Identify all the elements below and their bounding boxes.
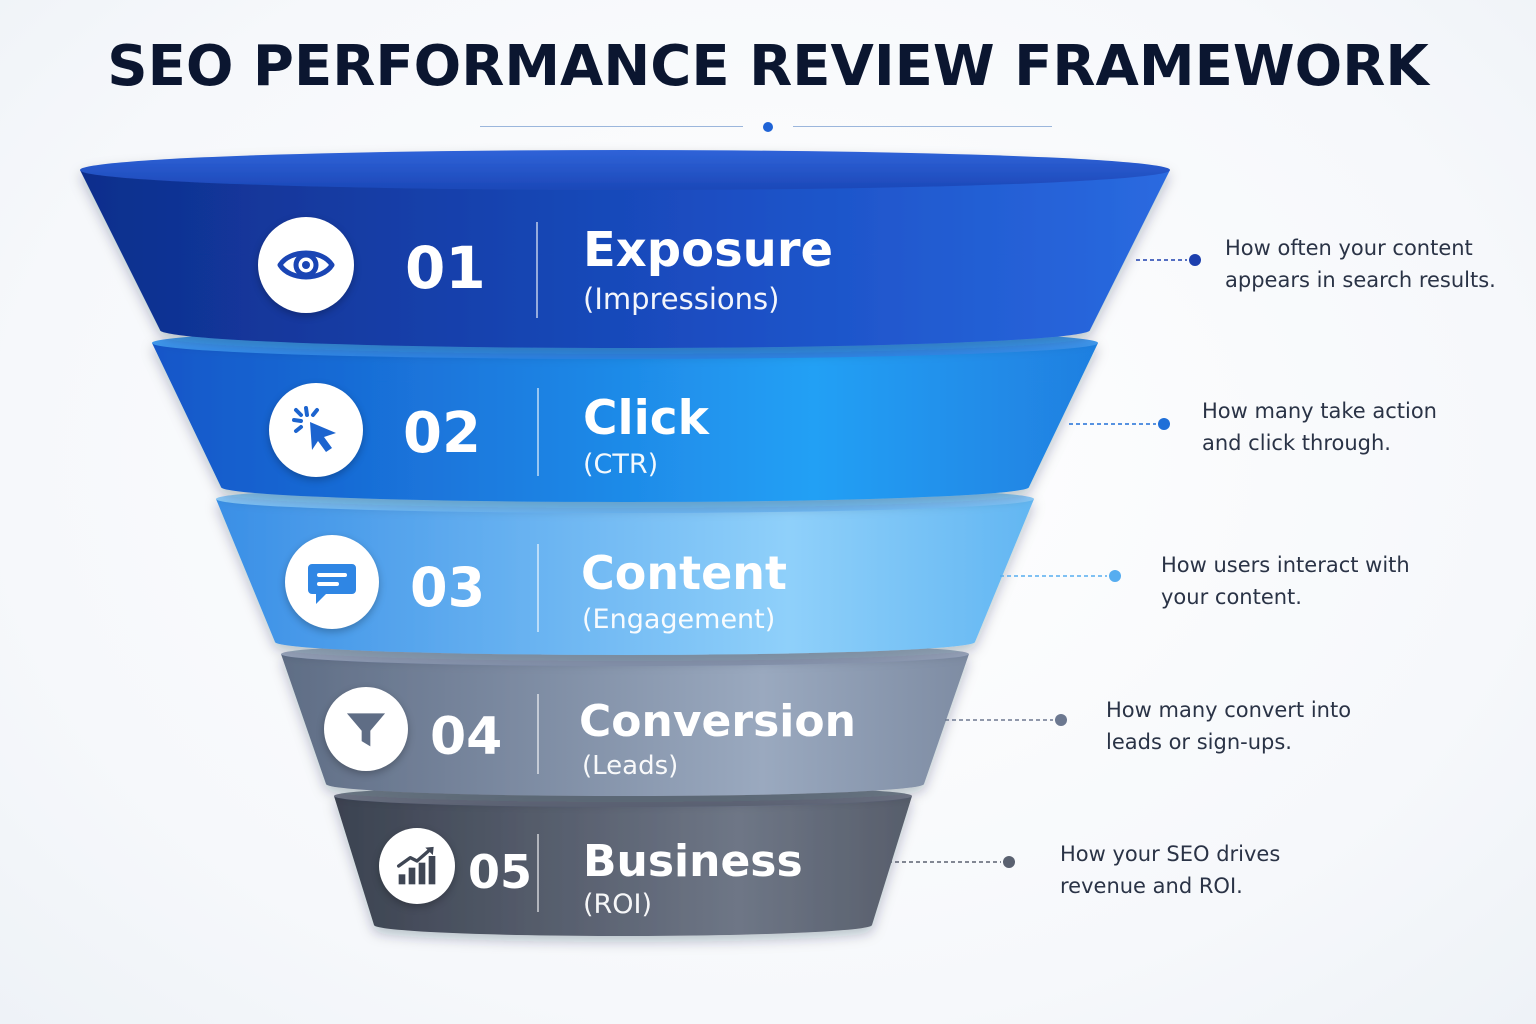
tier-5-separator [537,834,539,912]
tier-5-description-line1: How your SEO drives [1060,842,1281,866]
tier-3-number: 03 [410,556,486,619]
tier-5-description: How your SEO drives revenue and ROI. [1060,838,1360,902]
tier-5-number: 05 [468,845,533,899]
chat-bubble-icon [285,535,379,629]
leader-dot-3 [1109,570,1121,582]
tier-5-subtitle: (ROI) [583,889,653,920]
funnel-tier-2-body [152,343,1098,502]
tier-4-subtitle: (Leads) [582,751,679,781]
tier-2-subtitle: (CTR) [583,449,659,480]
tier-3-description: How users interact with your content. [1161,549,1461,613]
tier-1-separator [536,222,538,318]
tier-4-separator [537,694,539,774]
tier-1-number: 01 [405,234,486,302]
funnel-tier-4-body [281,654,969,796]
eye-icon [258,217,354,313]
funnel-tier-3-body [216,499,1034,655]
tier-3-title: Content [581,546,788,600]
tier-1-subtitle: (Impressions) [583,282,780,316]
tier-5-title: Business [583,836,803,887]
tier-3-description-line2: your content. [1161,585,1302,609]
title-divider-dot [763,122,773,132]
tier-1-description-line2: appears in search results. [1225,268,1496,292]
funnel-tier-1-body [80,170,1170,348]
funnel-tier-5-body [334,796,912,936]
tier-4-title: Conversion [579,696,856,747]
filter-funnel-icon [324,687,408,771]
title-divider-right [793,126,1052,127]
tier-4-description-line1: How many convert into [1106,698,1352,722]
growth-chart-icon [379,828,455,904]
tier-3-description-line1: How users interact with [1161,553,1410,577]
tier-2-description: How many take action and click through. [1202,395,1502,459]
tier-1-title: Exposure [583,222,834,278]
leader-dot-4 [1055,714,1067,726]
title-divider-left [480,126,743,127]
cursor-click-icon [269,383,363,477]
page-title: SEO PERFORMANCE REVIEW FRAMEWORK [107,34,1429,99]
leader-dot-1 [1189,254,1201,266]
tier-4-description: How many convert into leads or sign-ups. [1106,694,1406,758]
tier-2-number: 02 [403,401,481,466]
tier-1-description-line1: How often your content [1225,236,1473,260]
tier-4-description-line2: leads or sign-ups. [1106,730,1292,754]
tier-2-title: Click [583,391,709,446]
tier-2-separator [537,388,539,476]
funnel-tier-1-rim [80,150,1170,190]
tier-3-separator [537,544,539,632]
funnel-tier-1 [80,150,1170,348]
leader-dot-2 [1158,418,1170,430]
leader-dot-5 [1003,856,1015,868]
tier-1-description: How often your content appears in search … [1225,232,1525,296]
tier-4-number: 04 [430,707,503,767]
tier-3-subtitle: (Engagement) [582,604,776,635]
tier-5-description-line2: revenue and ROI. [1060,874,1243,898]
tier-2-description-line1: How many take action [1202,399,1437,423]
tier-2-description-line2: and click through. [1202,431,1391,455]
